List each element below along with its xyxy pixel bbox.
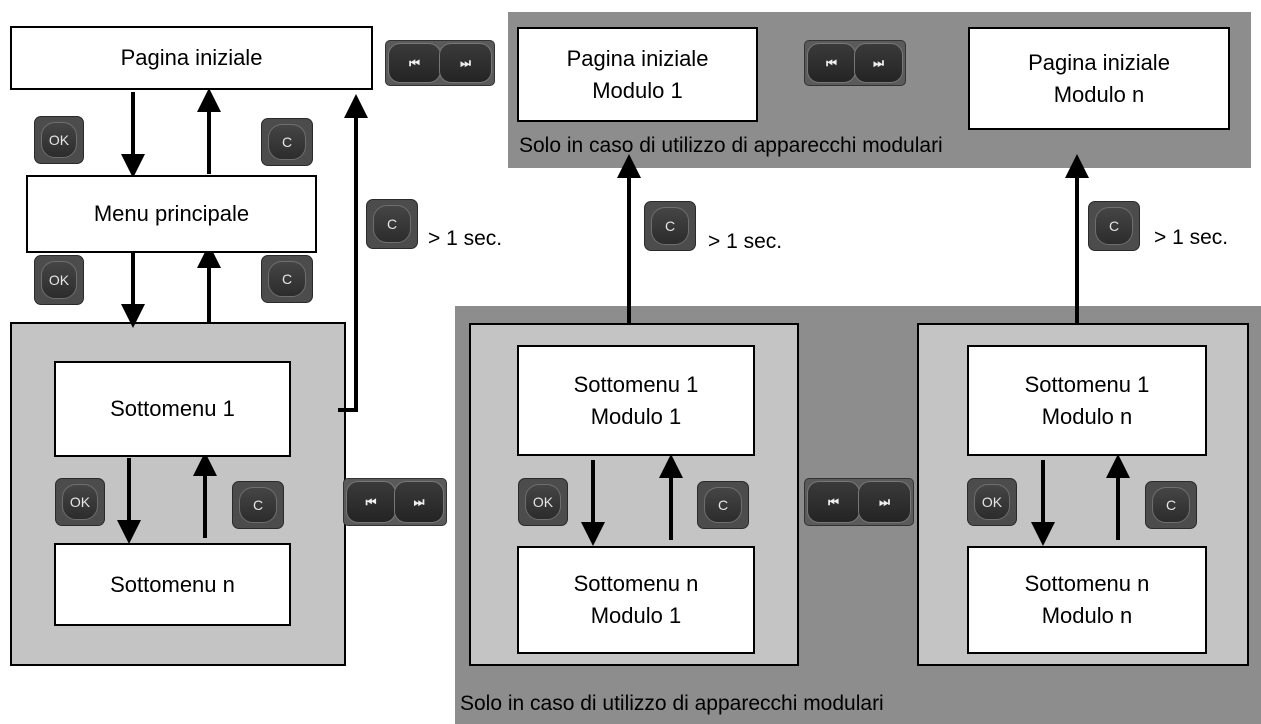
- hold-duration-label: > 1 sec.: [428, 227, 503, 250]
- modular-note-bottom: Solo in caso di utilizzo di apparecchi m…: [460, 692, 884, 715]
- module-label: Modulo n: [1041, 603, 1133, 628]
- home-page-label: Pagina iniziale: [120, 45, 263, 70]
- submenu-n-label: Sottomenu n: [1024, 571, 1150, 596]
- module-label: Modulo 1: [592, 77, 683, 103]
- modular-note-top: Solo in caso di utilizzo di apparecchi m…: [519, 134, 943, 157]
- home-page-label: Pagina iniziale: [566, 45, 709, 71]
- ok-key: OK: [34, 116, 84, 164]
- module-label: Modulo 1: [590, 403, 682, 429]
- module-label: Modulo n: [1053, 81, 1145, 107]
- c-key: C: [366, 199, 418, 249]
- c-key: C: [261, 118, 313, 166]
- c-key: C: [644, 201, 696, 251]
- submenu-1-label: Sottomenu 1: [573, 371, 699, 397]
- home-page-label: Pagina iniziale: [1028, 49, 1170, 75]
- submenu-n-module-n-box: Sottomenu n Modulo n: [967, 546, 1207, 654]
- c-key-label: C: [268, 124, 306, 160]
- c-key: C: [1088, 201, 1140, 251]
- c-key-label: C: [239, 487, 277, 523]
- submenu-n-module-1-box: Sottomenu n Modulo 1: [517, 546, 755, 654]
- prev-icon: ⏮: [807, 43, 856, 83]
- next-icon: ⏭: [854, 43, 903, 83]
- hold-duration-label: > 1 sec.: [708, 230, 783, 253]
- c-key: C: [1145, 481, 1197, 529]
- hold-duration-label: > 1 sec.: [1154, 226, 1229, 249]
- c-key-label: C: [704, 487, 742, 523]
- ok-key: OK: [967, 478, 1017, 526]
- submenu-1-label: Sottomenu 1: [110, 396, 235, 421]
- prev-next-key: ⏮ ⏭: [804, 40, 906, 86]
- c-key-label: C: [268, 261, 306, 297]
- home-page-module-1-box: Pagina iniziale Modulo 1: [517, 27, 758, 122]
- arrow-submenu-to-home-long: [338, 94, 368, 412]
- main-menu-box: Menu principale: [26, 175, 317, 253]
- next-icon: ⏭: [394, 481, 444, 523]
- prev-next-key: ⏮ ⏭: [385, 40, 495, 86]
- ok-key-label: OK: [525, 484, 561, 520]
- next-icon: ⏭: [858, 481, 911, 523]
- module-label: Modulo 1: [590, 603, 682, 628]
- prev-icon: ⏮: [346, 481, 396, 523]
- ok-key-label: OK: [41, 122, 77, 158]
- c-key-label: C: [373, 205, 411, 243]
- submenu-1-box: Sottomenu 1: [54, 361, 291, 457]
- submenu-n-box: Sottomenu n: [54, 543, 291, 626]
- submenu-n-label: Sottomenu n: [573, 571, 699, 596]
- submenu-1-module-1-box: Sottomenu 1 Modulo 1: [517, 345, 755, 456]
- c-key-label: C: [651, 207, 689, 245]
- prev-next-key: ⏮ ⏭: [804, 478, 914, 526]
- ok-key: OK: [518, 478, 568, 526]
- c-key-label: C: [1095, 207, 1133, 245]
- c-key: C: [232, 481, 284, 529]
- c-key: C: [261, 255, 313, 303]
- prev-icon: ⏮: [388, 43, 441, 83]
- prev-next-key: ⏮ ⏭: [343, 478, 447, 526]
- submenu-1-module-n-box: Sottomenu 1 Modulo n: [967, 345, 1207, 456]
- prev-icon: ⏮: [807, 481, 860, 523]
- c-key: C: [697, 481, 749, 529]
- main-menu-label: Menu principale: [93, 201, 250, 226]
- ok-key: OK: [34, 255, 84, 305]
- home-page-box: Pagina iniziale: [10, 26, 373, 90]
- ok-key-label: OK: [62, 484, 98, 520]
- submenu-1-label: Sottomenu 1: [1024, 371, 1150, 397]
- ok-key-label: OK: [41, 261, 77, 299]
- ok-key: OK: [55, 478, 105, 526]
- home-page-module-n-box: Pagina iniziale Modulo n: [968, 27, 1230, 130]
- c-key-label: C: [1152, 487, 1190, 523]
- module-label: Modulo n: [1041, 403, 1133, 429]
- next-icon: ⏭: [439, 43, 492, 83]
- ok-key-label: OK: [974, 484, 1010, 520]
- submenu-n-label: Sottomenu n: [110, 571, 235, 597]
